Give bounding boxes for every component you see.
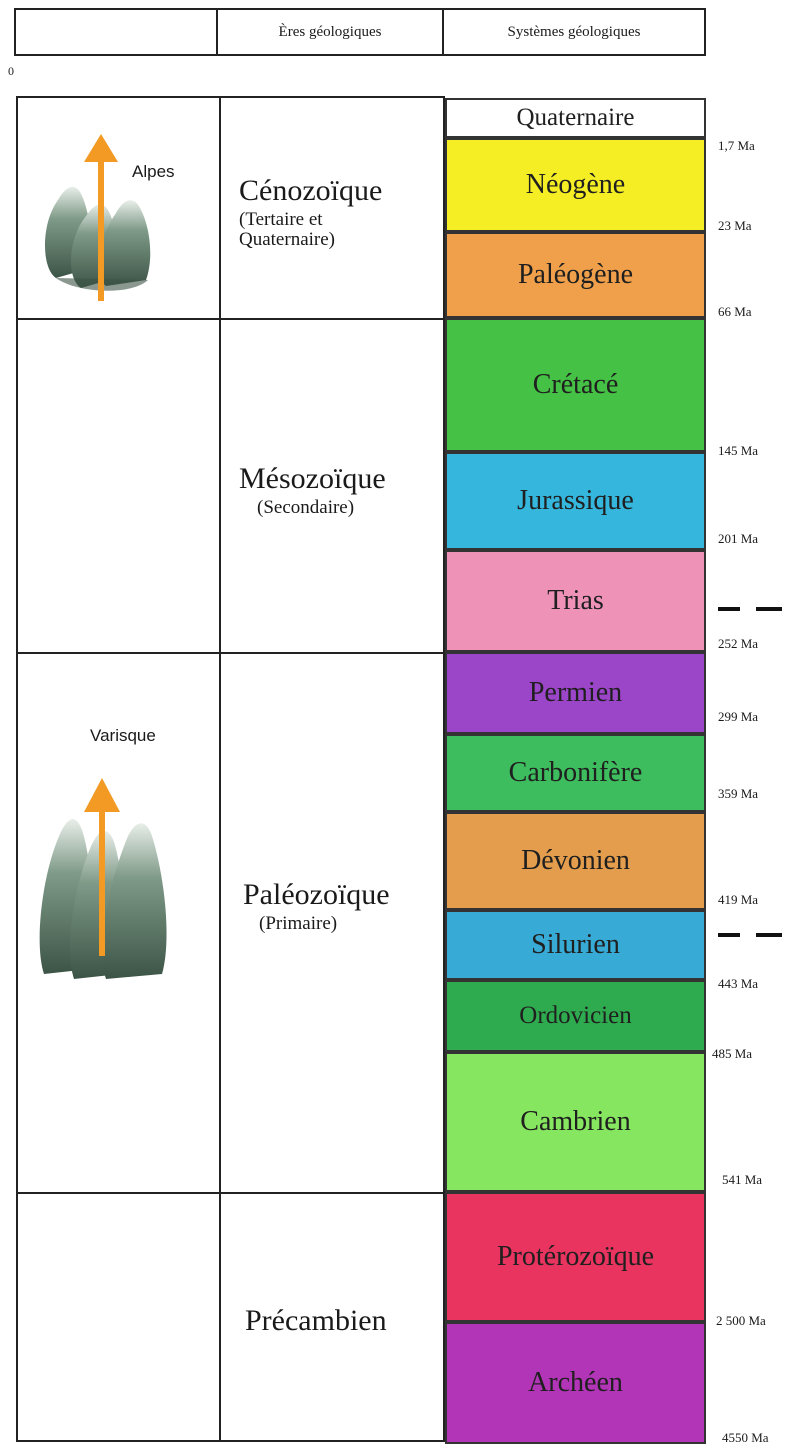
system-trias: Trias [445,550,706,652]
age-label: 145 Ma [718,443,758,459]
system-archeen: Archéen [445,1322,706,1444]
era-cell-paleozoique: Paléozoïque (Primaire) [221,652,443,1194]
crisis-dash [756,607,782,611]
age-label: 541 Ma [722,1172,762,1188]
mountain-arrow-icon [36,128,166,308]
system-proterozoique: Protérozoïque [445,1192,706,1322]
age-label: 359 Ma [718,786,758,802]
age-label: 485 Ma [712,1046,752,1062]
system-cretace: Crétacé [445,318,706,452]
era-subtitle: (Tertaire et Quaternaire) [239,210,379,250]
age-label: 443 Ma [718,976,758,992]
system-silurien: Silurien [445,910,706,980]
mountain-arrow-icon [34,774,194,994]
crisis-dash [718,933,740,937]
orogeny-label-alpes: Alpes [132,162,175,182]
age-label: 252 Ma [718,636,758,652]
era-cell-cenozoique: Cénozoïque (Tertaire et Quaternaire) [221,98,443,320]
system-carbonifere: Carbonifère [445,734,706,812]
era-cell-precambien: Précambien [221,1194,443,1440]
origin-label: 0 [8,64,14,79]
orogeny-cell-mesozoique [18,318,219,654]
header-eres: Ères géologiques [216,8,444,56]
era-subtitle: (Secondaire) [257,498,354,518]
era-name: Cénozoïque [239,176,382,206]
header-cell-blank [14,8,218,56]
age-label: 201 Ma [718,531,758,547]
age-label: 4550 Ma [722,1430,769,1446]
system-quaternaire: Quaternaire [445,98,706,138]
era-subtitle: (Primaire) [259,914,337,934]
age-label: 23 Ma [718,218,752,234]
orogeny-label-varisque: Varisque [90,726,156,746]
header-systemes: Systèmes géologiques [442,8,706,56]
system-cambrien: Cambrien [445,1052,706,1192]
age-label: 419 Ma [718,892,758,908]
age-label: 2 500 Ma [716,1313,766,1329]
age-label: 1,7 Ma [718,138,755,154]
system-permien: Permien [445,652,706,734]
age-label: 299 Ma [718,709,758,725]
crisis-dash [756,933,782,937]
era-name: Mésozoïque [239,464,386,494]
era-cell-mesozoique: Mésozoïque (Secondaire) [221,318,443,654]
system-devonien: Dévonien [445,812,706,910]
era-column: Cénozoïque (Tertaire et Quaternaire) Més… [219,96,445,1442]
age-label: 66 Ma [718,304,752,320]
era-name: Précambien [245,1306,387,1336]
system-ordovicien: Ordovicien [445,980,706,1052]
crisis-dash [718,607,740,611]
system-paleogene: Paléogène [445,232,706,318]
era-name: Paléozoïque [243,880,390,910]
system-neogene: Néogène [445,138,706,232]
system-jurassique: Jurassique [445,452,706,550]
